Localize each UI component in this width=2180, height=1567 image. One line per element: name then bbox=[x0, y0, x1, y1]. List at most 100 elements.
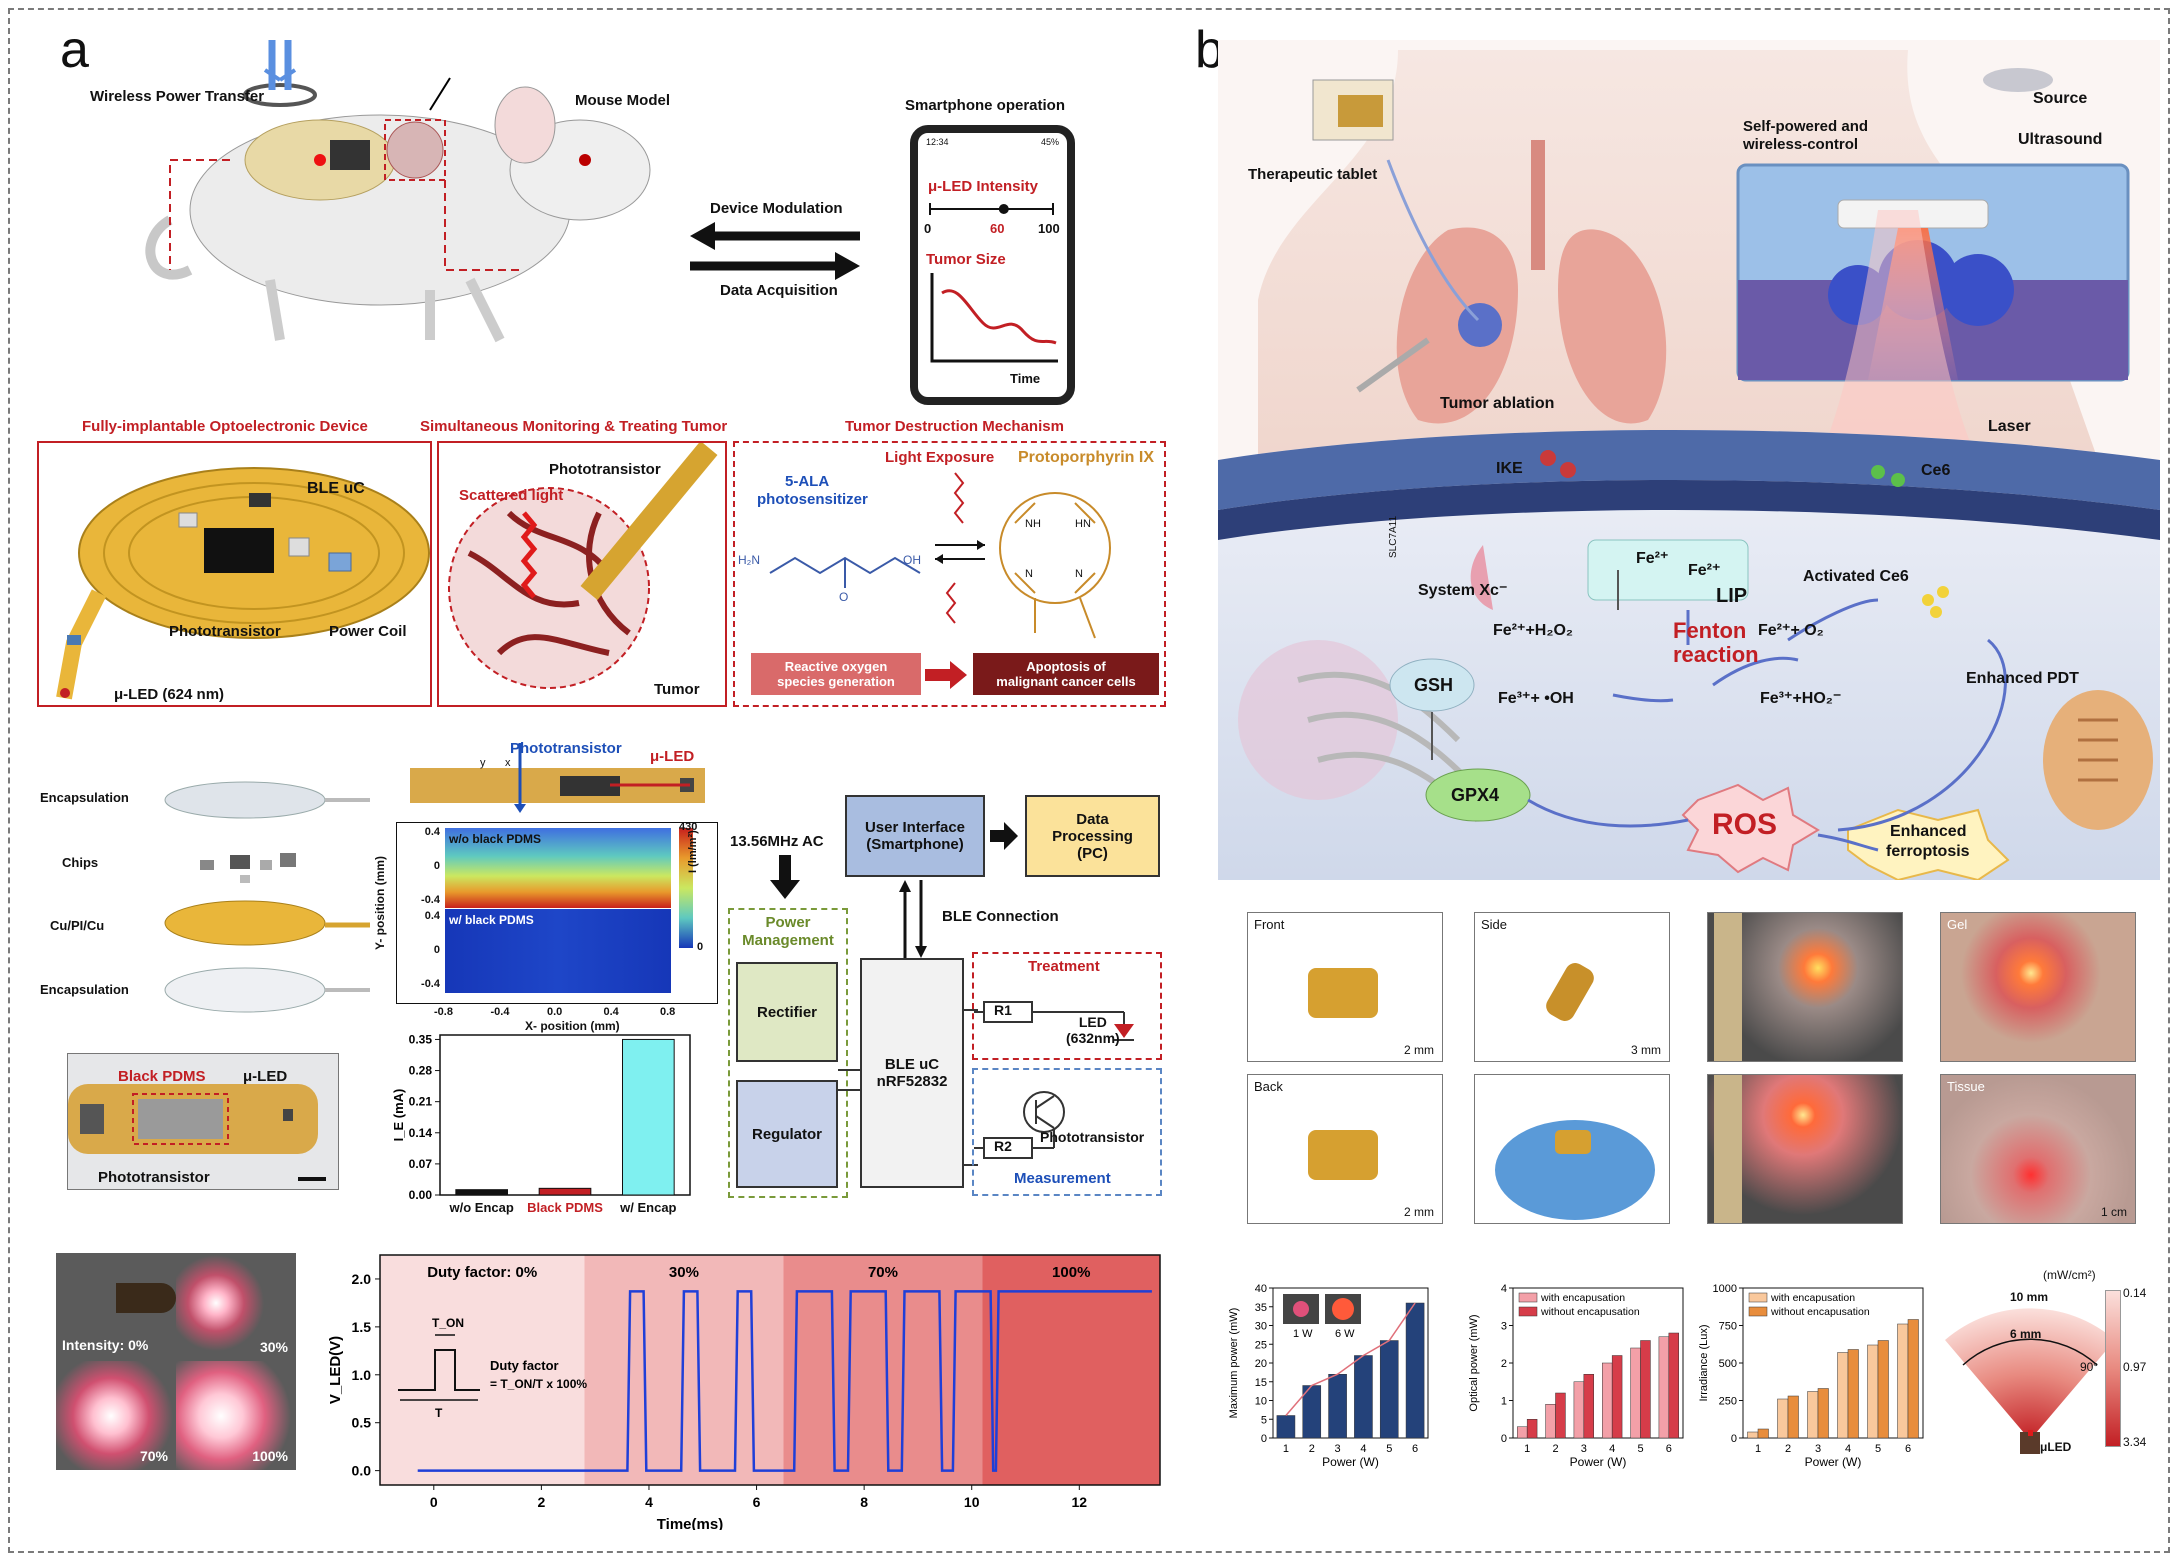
pw-chart-xlabel: Power (W) bbox=[1322, 1455, 1379, 1469]
wave-ylabel: V_LED(V) bbox=[327, 1336, 344, 1404]
pw-chart-xtick-label: 5 bbox=[1386, 1443, 1392, 1455]
pw-chart-bar bbox=[1276, 1415, 1296, 1439]
led-l2: (632nm) bbox=[1066, 1030, 1120, 1046]
mouse-illustration bbox=[145, 40, 651, 343]
encapsulation-top-label: Encapsulation bbox=[40, 790, 129, 805]
photo-gel-label: Gel bbox=[1947, 917, 1968, 932]
pw-inset-1w-glow bbox=[1293, 1301, 1309, 1317]
op-chart-bar bbox=[1555, 1392, 1566, 1439]
intensity-photo-0: Intensity: 0% bbox=[56, 1253, 176, 1361]
photo-front-label: Front bbox=[1254, 917, 1285, 932]
ferro-l1: Enhanced bbox=[1890, 823, 1967, 840]
chem-n2: N bbox=[1075, 568, 1083, 580]
device-photo-art bbox=[68, 1084, 326, 1181]
data-processing-block: Data Processing (PC) bbox=[1025, 795, 1160, 877]
heatmap-ylabel: Y- position (mm) bbox=[373, 856, 387, 950]
pw-chart-bar bbox=[1379, 1340, 1399, 1439]
r1-label: R1 bbox=[994, 1002, 1012, 1018]
ir-chart-bar bbox=[1867, 1344, 1879, 1439]
data-acquisition-label: Data Acquisition bbox=[720, 282, 838, 299]
pw-inset-6w-glow bbox=[1332, 1298, 1354, 1320]
ir-chart-xtick-label: 5 bbox=[1875, 1443, 1881, 1455]
ir-chart-xtick-label: 3 bbox=[1815, 1443, 1821, 1455]
heatmap-ytick: 0.4 bbox=[424, 826, 440, 838]
intensity-label-100: 100% bbox=[252, 1448, 288, 1464]
intensity-photo-grid: Intensity: 0% 30% 70% 100% bbox=[56, 1253, 296, 1470]
op-chart-xtick-label: 5 bbox=[1637, 1443, 1643, 1455]
chem-hn: HN bbox=[1075, 518, 1091, 530]
ultrasound-label: Ultrasound bbox=[2018, 131, 2103, 148]
photo-gel: Gel bbox=[1940, 912, 2136, 1062]
duty-l2: = T_ON/T x 100% bbox=[490, 1377, 587, 1391]
ala-line1: 5-ALA bbox=[785, 473, 830, 490]
ie-bar bbox=[622, 1038, 675, 1196]
scattered-light-label: Scattered light bbox=[459, 487, 564, 504]
intensity-photo-30: 30% bbox=[176, 1253, 296, 1361]
mechanism-title: Tumor Destruction Mechanism bbox=[845, 418, 1064, 435]
heatmap-xtick: -0.8 bbox=[434, 1006, 453, 1018]
intensity-slider[interactable] bbox=[928, 201, 1058, 225]
r2-label: R2 bbox=[994, 1138, 1012, 1154]
fan-unit: (mW/cm²) bbox=[2043, 1268, 2096, 1282]
ui-l2: (Smartphone) bbox=[866, 836, 964, 853]
chem-oh: OH bbox=[903, 553, 921, 567]
heatmap-x-letter: x bbox=[505, 757, 511, 769]
fenton-l2: reaction bbox=[1673, 642, 1759, 667]
ie-bar bbox=[455, 1189, 509, 1196]
ir-chart-bar bbox=[1877, 1340, 1889, 1439]
pw-chart-bar bbox=[1328, 1374, 1347, 1439]
wave-ytick-label: 2.0 bbox=[352, 1271, 372, 1287]
photo-ruler-tissue bbox=[1707, 1074, 1903, 1224]
op-chart-xtick-label: 4 bbox=[1609, 1443, 1615, 1455]
photo-fingertip-scale: 2 mm bbox=[1631, 1205, 1661, 1219]
pw-chart-ytick-label: 35 bbox=[1255, 1302, 1267, 1314]
ie-bar bbox=[538, 1187, 592, 1196]
heatmap-xlabel: X- position (mm) bbox=[525, 1019, 620, 1033]
op-chart-bar bbox=[1640, 1340, 1651, 1439]
device-modulation-label: Device Modulation bbox=[710, 200, 843, 217]
wave-region-label: 30% bbox=[669, 1264, 699, 1281]
pw-chart-xtick-label: 1 bbox=[1283, 1443, 1289, 1455]
chemistry-illustration bbox=[769, 472, 1111, 639]
ble-connection-arrows bbox=[899, 880, 927, 958]
photo-side-scale: 3 mm bbox=[1631, 1043, 1661, 1057]
ir-chart-legend-label: without encapusation bbox=[1770, 1306, 1870, 1318]
op-chart-bar bbox=[1658, 1336, 1670, 1439]
pw-inset-1w-label: 1 W bbox=[1293, 1328, 1313, 1340]
measurement-phototransistor-label: Phototransistor bbox=[1040, 1129, 1145, 1145]
ir-chart-xtick-label: 2 bbox=[1785, 1443, 1791, 1455]
ir-chart-bar bbox=[1757, 1428, 1769, 1439]
pw-chart-ytick-label: 0 bbox=[1261, 1433, 1267, 1445]
wave-ytick-label: 1.0 bbox=[352, 1367, 372, 1383]
wave-region bbox=[982, 1255, 1160, 1485]
ferroptosis-art bbox=[1218, 40, 2160, 880]
slider-min: 0 bbox=[924, 221, 932, 236]
tumor-illustration bbox=[448, 443, 718, 689]
fan-cb-top: 0.14 bbox=[2123, 1286, 2147, 1300]
ir-chart-bar bbox=[1817, 1388, 1829, 1439]
ir-chart-ytick-label: 0 bbox=[1731, 1433, 1737, 1445]
led-block: LED (632nm) bbox=[1066, 1014, 1120, 1046]
panel-a-letter: a bbox=[60, 21, 89, 79]
source-label: Source bbox=[2033, 90, 2088, 107]
encapsulation-bottom-label: Encapsulation bbox=[40, 982, 129, 997]
photo-fingertip: 2 mm bbox=[1474, 1074, 1670, 1224]
ir-chart-legend-swatch bbox=[1748, 1292, 1768, 1303]
slider-knob[interactable] bbox=[998, 204, 1009, 214]
tumor-ablation-label: Tumor ablation bbox=[1440, 395, 1555, 412]
treatment-label: Treatment bbox=[1028, 958, 1100, 975]
photo-tissue-scale: 1 cm bbox=[2100, 1205, 2127, 1219]
op-chart-legend-label: without encapusation bbox=[1540, 1306, 1640, 1318]
heatmap-ytick: 0.4 bbox=[424, 910, 440, 922]
smartphone: 12:34 45% μ-LED Intensity 0 60 100 Tumor… bbox=[910, 125, 1075, 405]
wave-xtick-label: 8 bbox=[860, 1494, 868, 1510]
chem-o: O bbox=[839, 590, 849, 604]
power-management-box: Power Management bbox=[728, 908, 848, 1198]
self-powered-l1: Self-powered and bbox=[1743, 118, 1869, 135]
measurement-label: Measurement bbox=[1014, 1170, 1111, 1187]
monitoring-box: Phototransistor Scattered light Tumor bbox=[437, 441, 727, 707]
pw-chart-trend-line bbox=[1285, 1302, 1416, 1416]
